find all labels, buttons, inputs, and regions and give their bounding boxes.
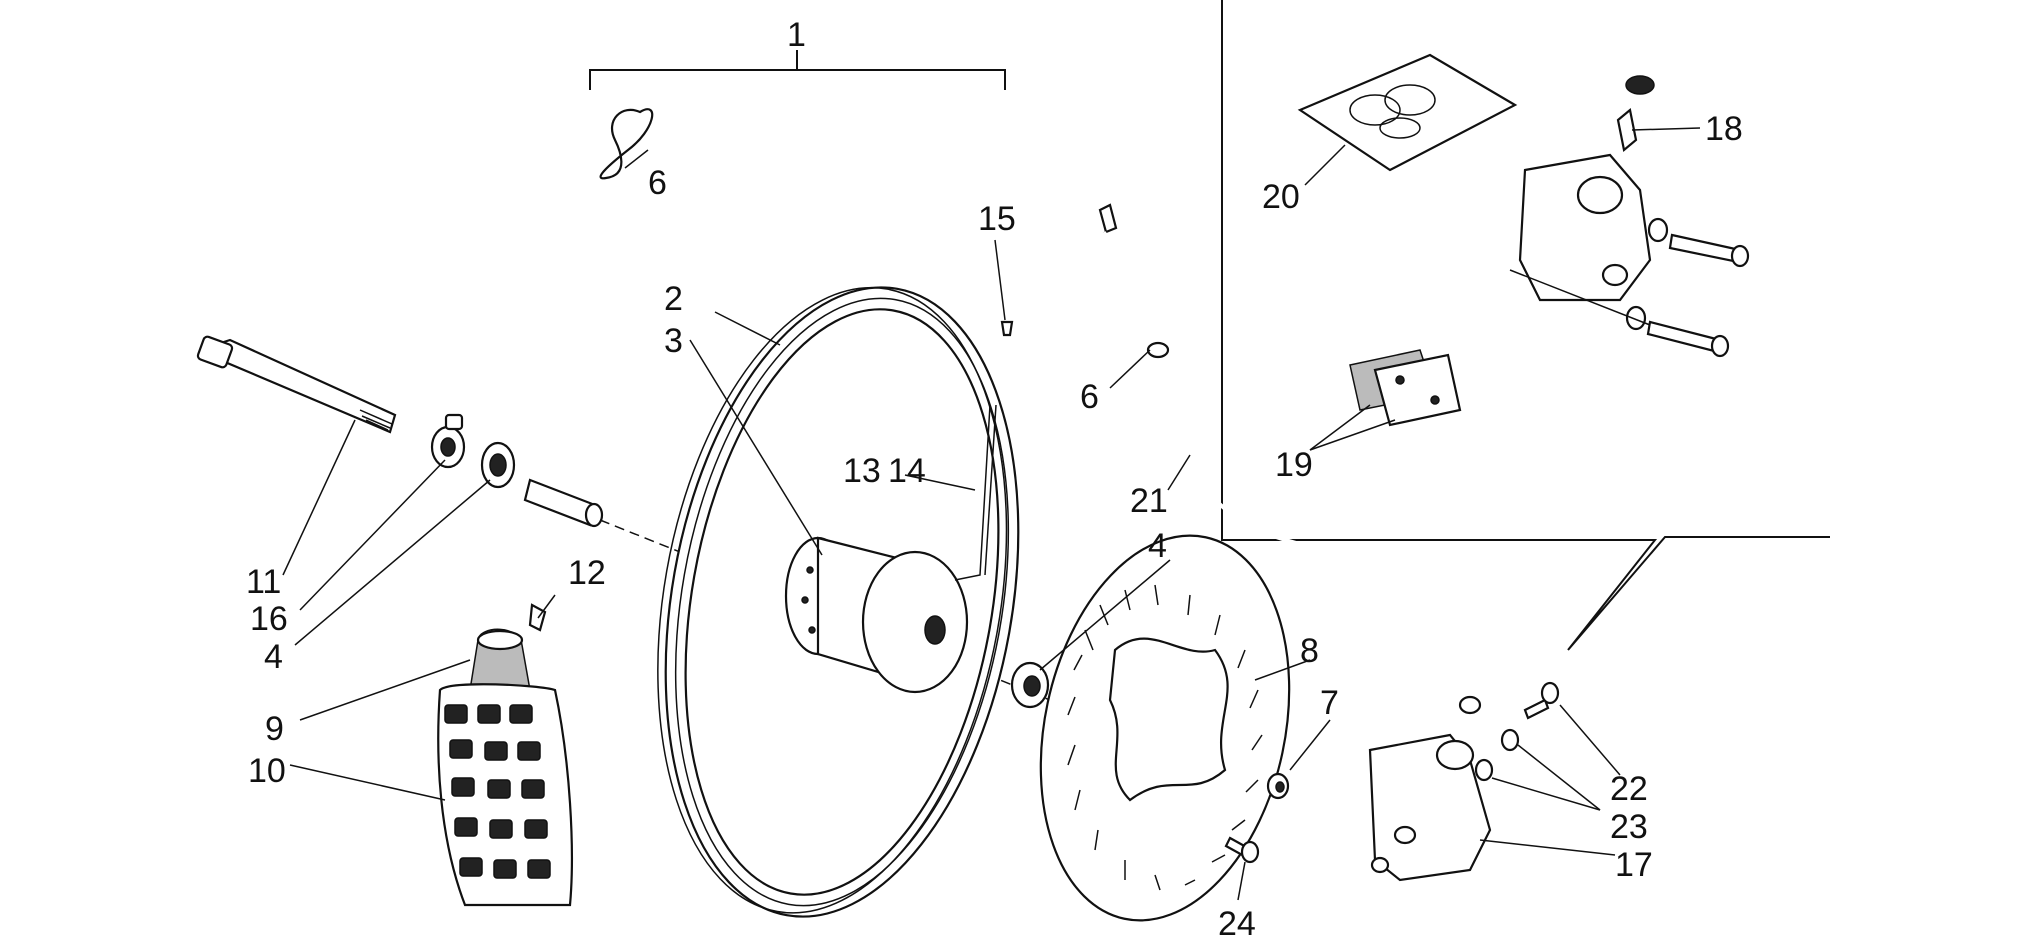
- callout-6-kit: 6: [648, 164, 667, 202]
- callout-10: 10: [248, 752, 286, 790]
- kit-bracket: [589, 50, 1006, 90]
- callout-4-left: 4: [264, 638, 283, 676]
- callout-2: 2: [664, 280, 683, 318]
- bearing-left-part: [480, 441, 516, 489]
- leader-lines: [282, 127, 1701, 901]
- brake-hose-part: [1098, 203, 1482, 715]
- callout-6-hose: 6: [1080, 378, 1099, 416]
- spoke-part: [954, 404, 997, 581]
- callout-11: 11: [246, 563, 281, 601]
- callout-17: 17: [1615, 846, 1653, 884]
- valve-part: [1000, 320, 1014, 337]
- nut-part: [1266, 772, 1290, 800]
- bearing-right-part: [1010, 661, 1050, 709]
- callout-23: 23: [1610, 808, 1648, 846]
- callout-1: 1: [787, 16, 806, 54]
- callout-9: 9: [265, 710, 284, 748]
- callout-22: 22: [1610, 770, 1648, 808]
- tyre-part: [437, 683, 573, 907]
- caliper-bolt-part: [1474, 681, 1560, 782]
- callout-4-right: 4: [1148, 527, 1167, 565]
- callout-8: 8: [1300, 632, 1319, 670]
- brake-caliper-part: [1368, 733, 1492, 882]
- brake-disc-part: [1039, 534, 1291, 922]
- seal-kit-bag-part: [1297, 53, 1518, 172]
- hub-part: [784, 536, 969, 694]
- axle-part: [196, 335, 397, 434]
- callout-21: 21: [1130, 482, 1168, 520]
- inset-callout-frame: [1221, 0, 1830, 651]
- callout-20: 20: [1262, 178, 1300, 216]
- callout-16: 16: [250, 600, 288, 638]
- callout-14: 14: [888, 452, 926, 490]
- callout-19: 19: [1275, 446, 1313, 484]
- adjuster-part: [430, 413, 466, 469]
- caliper-inset-part: [1509, 75, 1750, 358]
- callout-3: 3: [664, 322, 683, 360]
- disc-screw-part: [1224, 836, 1260, 864]
- inner-tube-part: [469, 603, 547, 691]
- o-ring-part: [599, 108, 654, 180]
- callout-labels: 1 6 2 3 15 13 14 6 21 4 8 7 24 22 23 17 …: [246, 16, 1743, 937]
- callout-13: 13: [843, 452, 881, 490]
- callout-12: 12: [568, 554, 606, 592]
- callout-15: 15: [978, 200, 1016, 238]
- spacer-tube-part: [523, 478, 604, 528]
- callout-7: 7: [1320, 684, 1339, 722]
- callout-18: 18: [1705, 110, 1743, 148]
- brake-pads-part: [1349, 349, 1462, 427]
- callout-24: 24: [1218, 905, 1256, 937]
